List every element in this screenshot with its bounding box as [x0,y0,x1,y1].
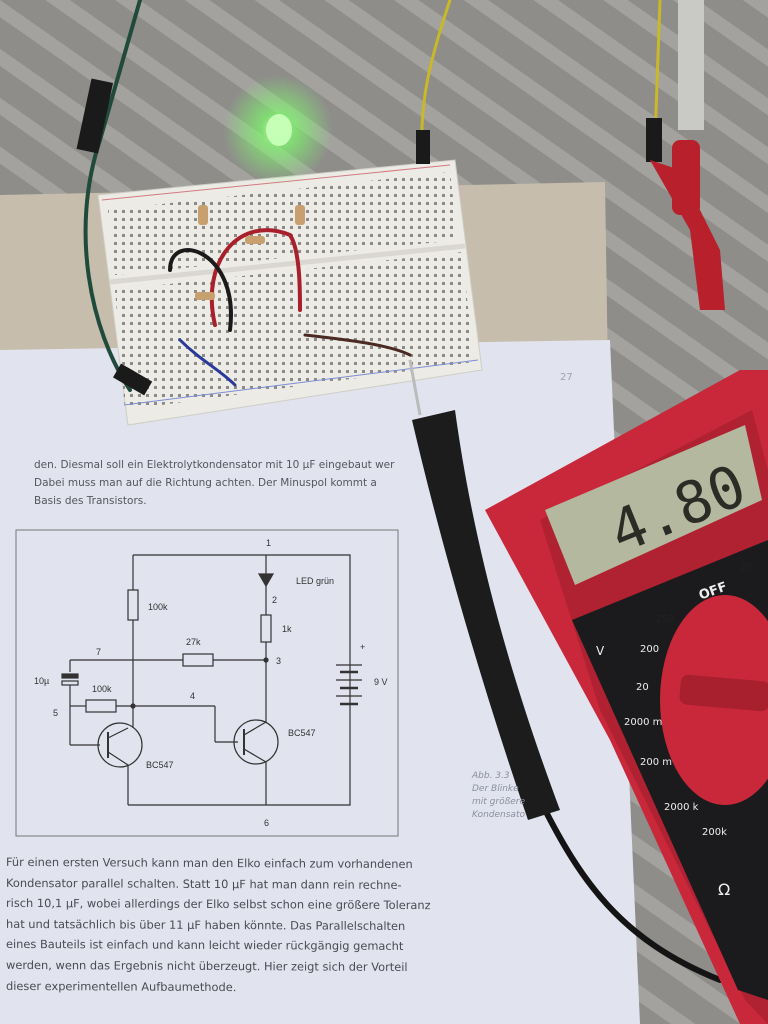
multimeter: 4.80 OFF 250 200 20 2000 m 200 m 2000 k … [485,370,768,1024]
node-2-label: 2 [272,595,277,605]
caption-line: Kondensato [472,810,525,820]
red-clip [650,160,725,310]
range-label: 200 [640,644,659,655]
figure-caption: Abb. 3.3 Der Blinke mit größere Kondensa… [472,770,525,822]
jumper-connector [646,118,662,162]
text-line: Kondensator parallel schalten. Statt 10 … [6,875,402,892]
text-line: Basis des Transistors. [34,495,147,507]
battery-label: 9 V [374,677,388,687]
jumper-connector [113,363,153,396]
r3-label: 100k [92,684,112,694]
probe-tip [408,359,422,416]
text-line: Für einen ersten Versuch kann man den El… [6,854,413,872]
r4-label: 1k [282,624,292,634]
black-probe [412,410,560,820]
cap-label: 10µ [34,676,49,686]
schematic-labels: 1 2 3 4 5 6 7 100k 27k 100k 1k 10µ LED g… [34,538,388,828]
range-label: 25 [740,562,753,573]
jumper-connector [416,130,430,164]
intro-paragraph: den. Diesmal soll ein Elektrolytkondensa… [34,456,394,510]
node-1-label: 1 [266,538,271,548]
ohm-label: Ω [718,880,730,899]
r1-label: 100k [148,602,168,612]
led-label: LED grün [296,576,334,586]
dial-knob[interactable] [679,674,768,712]
text-line: Dabei muss man auf die Richtung achten. … [34,477,377,489]
caption-line: mit größere [472,797,526,807]
range-label: 200k [702,827,727,838]
wires [83,0,723,983]
jumper-connector [76,78,114,154]
t1-label: BC547 [146,760,174,770]
text-line: dieser experimentellen Aufbaumethode. [6,978,237,994]
battery-plus-label: + [360,642,365,652]
caption-line: Der Blinke [472,784,519,794]
range-label: 20 [636,682,649,693]
node-5-label: 5 [53,708,58,718]
multimeter-display [545,425,762,585]
book-page [0,340,640,1024]
r2-label: 27k [186,637,201,647]
volt-symbol: V [596,644,605,658]
led-green [266,114,292,146]
metal-clip [678,0,704,130]
range-label: 200 m [640,757,672,768]
text-line: werden, wenn das Ergebnis nicht überzeug… [6,957,408,974]
resistors [195,205,305,300]
node-3-label: 3 [276,656,281,666]
caption-line: Abb. 3.3 [472,771,510,781]
red-clip-sleeve [672,140,700,215]
range-label: 250 [655,614,674,625]
text-line: den. Diesmal soll ein Elektrolytkondensa… [34,459,395,471]
text-line: hat und tatsächlich bis über 11 µF haben… [6,916,406,933]
node-4-label: 4 [190,691,195,701]
schematic [15,529,399,837]
page-number: 27 [560,372,573,383]
t2-label: BC547 [288,728,316,738]
text-line: eines Bauteils ist einfach und kann leic… [6,937,404,954]
node-7-label: 7 [96,647,101,657]
range-label: 2000 m [624,717,662,728]
body-paragraph: Für einen ersten Versuch kann man den El… [6,852,431,998]
text-line: risch 10,1 µF, wobei allerdings der Elko… [6,896,431,913]
range-label: 2000 k [664,802,699,813]
node-6-label: 6 [264,818,269,828]
